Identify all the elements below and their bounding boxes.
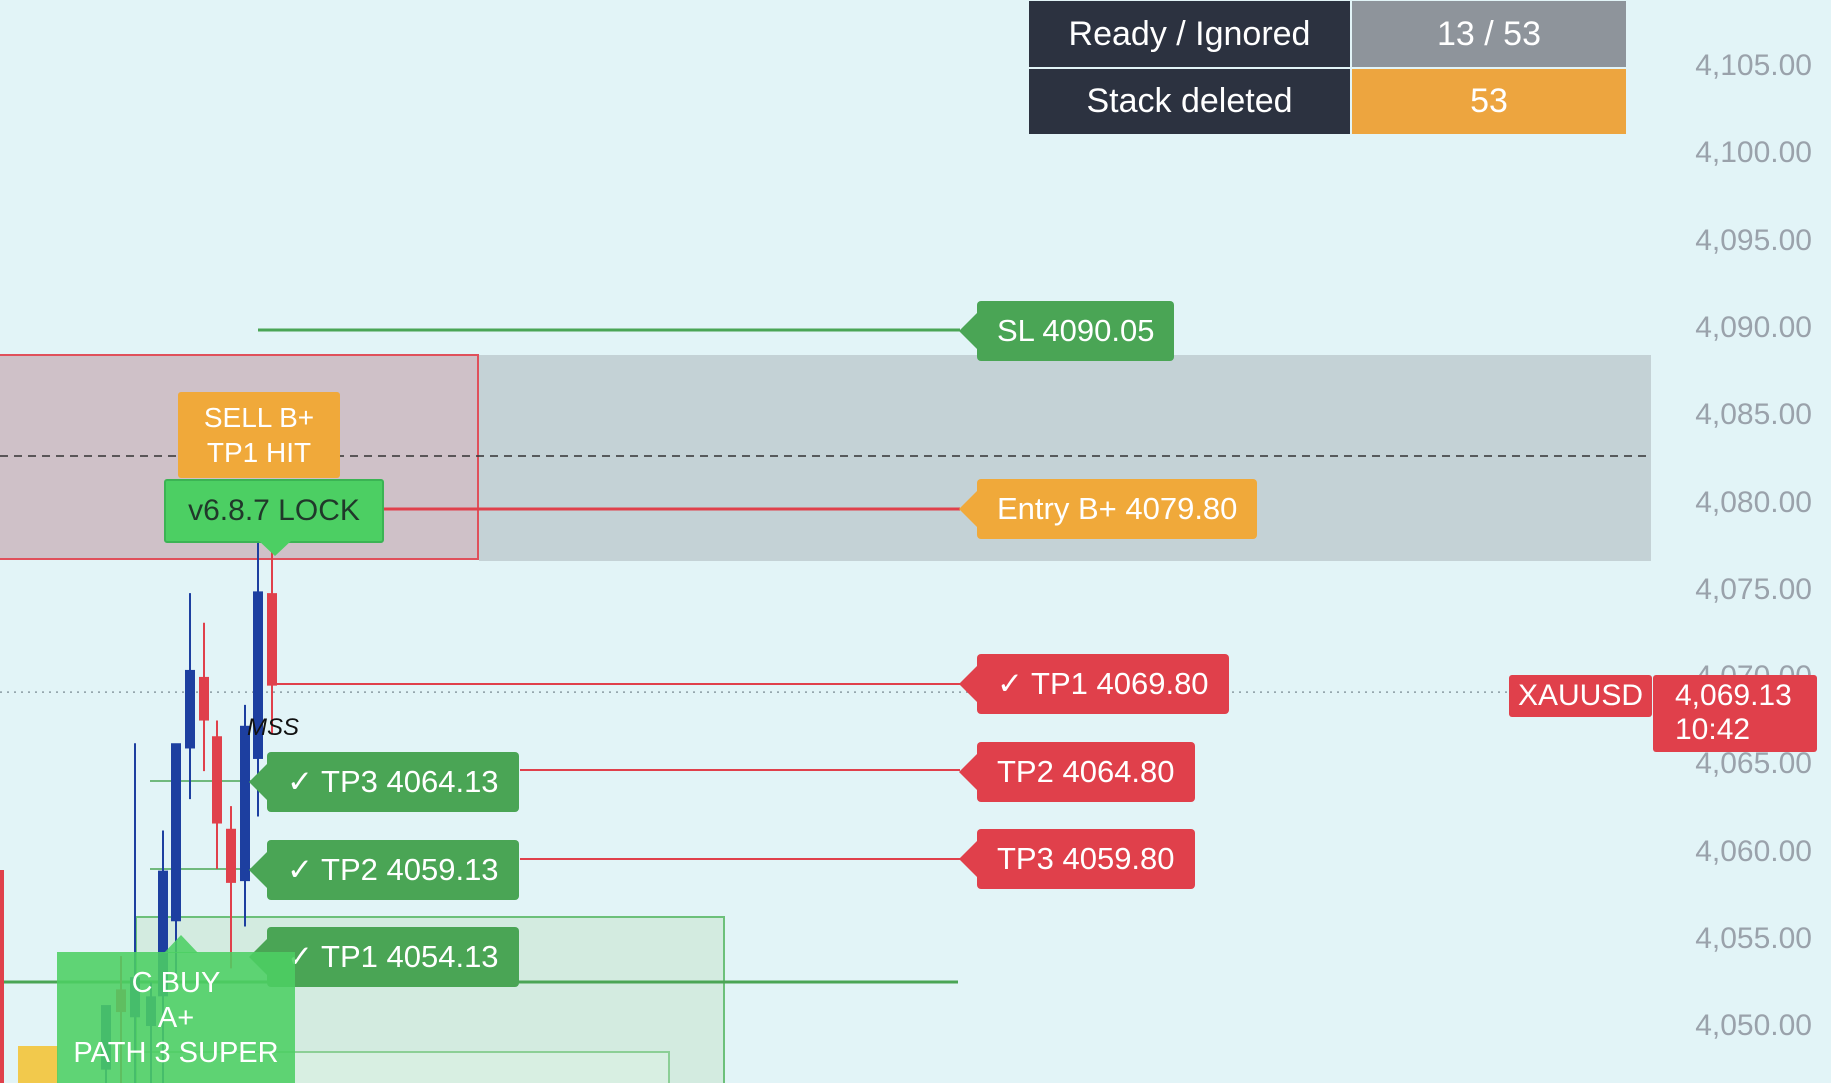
corner-tag	[18, 1046, 58, 1083]
price-axis-tick: 4,060.00	[1695, 834, 1812, 868]
sl-tag[interactable]: SL 4090.05	[958, 301, 1175, 361]
tp2-tag[interactable]: TP2 4064.80	[959, 742, 1195, 802]
buy-signal-line2: A+	[157, 1002, 195, 1034]
buy-signal-line3: PATH 3 SUPER	[73, 1037, 279, 1069]
stats-key-stack: Stack deleted	[1029, 69, 1350, 134]
tp1-tag[interactable]: ✓ TP1 4069.80	[959, 654, 1229, 714]
sell-signal-line1: SELL B+	[203, 402, 315, 433]
buy-signal-badge[interactable]: C BUY A+ PATH 3 SUPER	[57, 952, 295, 1083]
price-axis-tick: 4,105.00	[1695, 49, 1812, 82]
current-price-value: 4,069.13	[1675, 679, 1792, 712]
price-axis-tick: 4,055.00	[1695, 922, 1812, 955]
bull-candle	[185, 669, 195, 749]
symbol-label: XAUUSD	[1509, 675, 1652, 717]
stats-value-ready: 13 / 53	[1352, 1, 1626, 67]
price-axis-tick: 4,090.00	[1695, 310, 1812, 344]
stats-value-stack: 53	[1352, 69, 1626, 134]
stats-row-ready: Ready / Ignored 13 / 53	[1029, 1, 1626, 67]
buy-tp3-tag[interactable]: ✓ TP3 4064.13	[249, 752, 519, 812]
bear-candle	[199, 676, 209, 721]
bull-candle	[171, 743, 181, 922]
buy-tp2-tag[interactable]: ✓ TP2 4059.13	[249, 840, 519, 900]
price-axis-tick: 4,085.00	[1695, 398, 1812, 432]
mss-label: MSS	[247, 714, 300, 741]
price-axis-tick: 4,050.00	[1695, 1009, 1812, 1043]
sell-signal-badge[interactable]: SELL B+ TP1 HIT	[178, 392, 340, 478]
bull-candle	[253, 591, 263, 759]
bear-candle	[226, 828, 236, 883]
bear-candle	[212, 736, 222, 824]
bar-countdown: 10:42	[1675, 713, 1751, 746]
bull-candle	[240, 725, 250, 882]
buy-signal-line1: C BUY	[131, 967, 221, 999]
lock-badge-pointer	[258, 540, 292, 556]
entry-tag[interactable]: Entry B+ 4079.80	[958, 479, 1258, 539]
price-axis-tick: 4,075.00	[1695, 572, 1812, 606]
price-axis-tick: 4,095.00	[1695, 223, 1812, 257]
buy-badge-pointer	[164, 935, 198, 953]
stats-key-ready: Ready / Ignored	[1029, 1, 1350, 67]
price-axis-tick: 4,100.00	[1695, 136, 1812, 170]
bear-candle	[267, 593, 277, 686]
version-lock-badge[interactable]: v6.8.7 LOCK	[164, 479, 384, 543]
bull-candle	[158, 870, 168, 997]
price-axis-tick: 4,065.00	[1695, 747, 1812, 781]
price-axis-tick: 4,080.00	[1695, 485, 1812, 519]
stats-row-stack: Stack deleted 53	[1029, 69, 1626, 134]
buy-tp1-tag[interactable]: ✓ TP1 4054.13	[249, 927, 519, 987]
sell-signal-line2: TP1 HIT	[206, 437, 312, 468]
tp3-tag[interactable]: TP3 4059.80	[959, 829, 1195, 889]
current-price-label: 4,069.13 10:42	[1653, 675, 1817, 752]
